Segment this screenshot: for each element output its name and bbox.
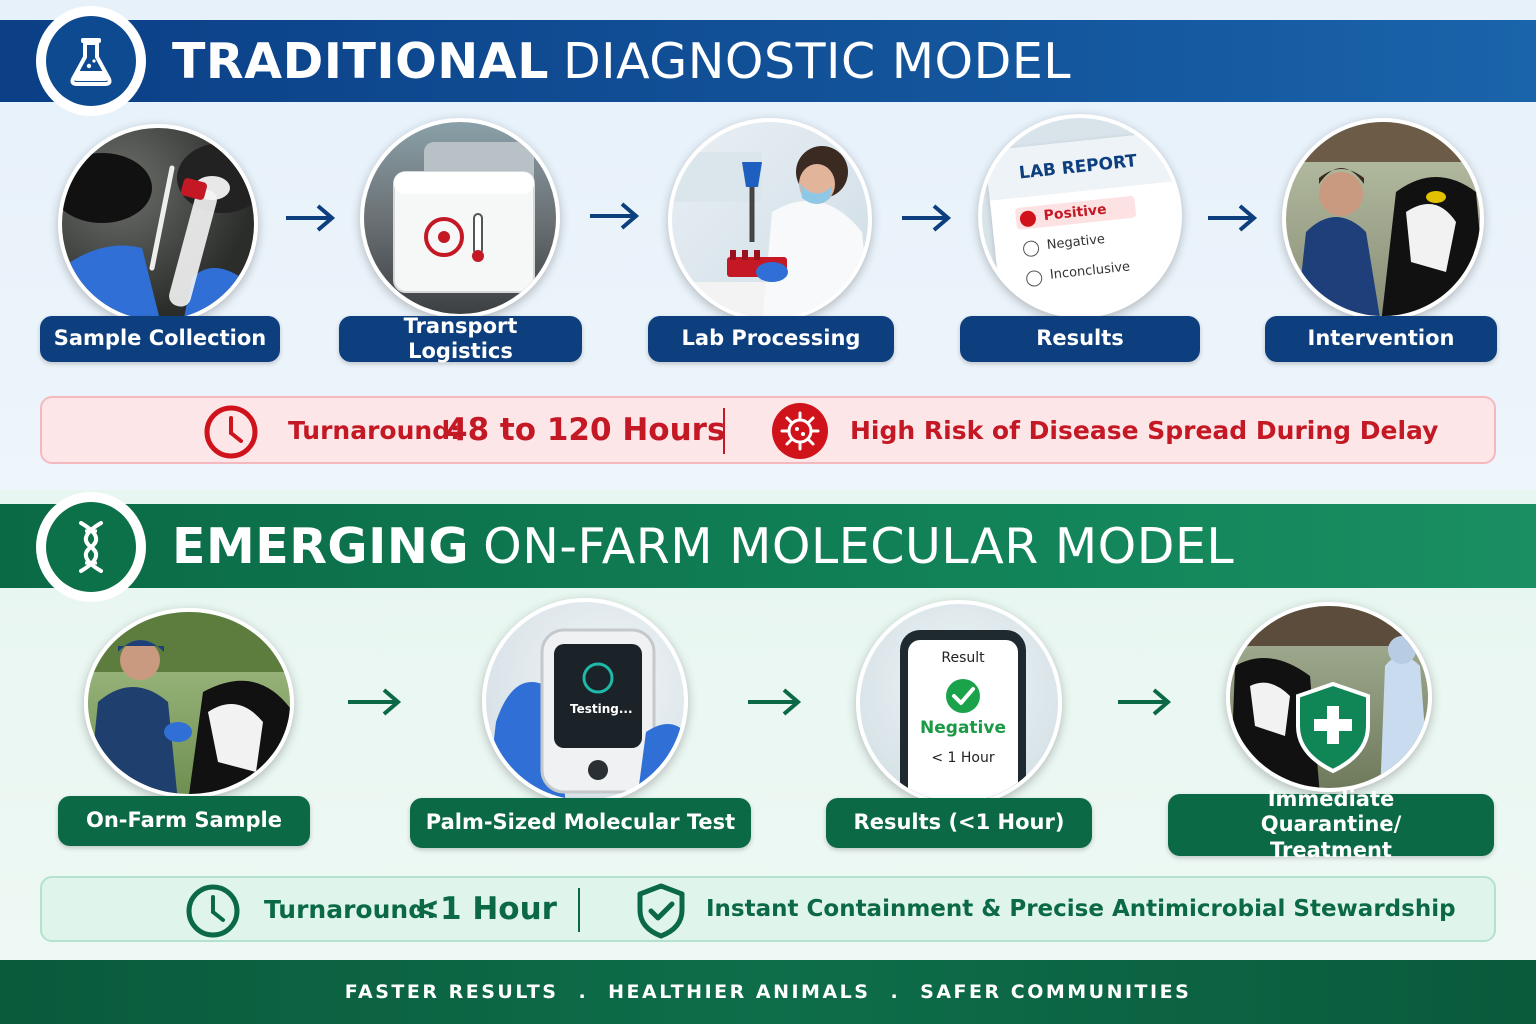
arrow-right-icon <box>590 202 640 230</box>
footer-separator: . <box>578 981 589 1003</box>
step-label-lab-processing: Lab Processing <box>648 316 894 362</box>
arrow-right-icon <box>286 204 336 232</box>
traditional-turnaround-bar: Turnaround: 48 to 120 Hours High Risk of… <box>40 396 1496 464</box>
lab-processing-photo <box>668 118 872 322</box>
clock-icon <box>186 884 240 938</box>
clock-icon <box>204 405 258 459</box>
traditional-turnaround-value: 48 to 120 Hours <box>446 412 726 448</box>
flask-icon <box>70 38 112 86</box>
transport-cooler-photo <box>360 118 560 318</box>
traditional-turnaround-label: Turnaround: <box>288 415 461 445</box>
phone-result-photo: Result Negative < 1 Hour <box>856 600 1062 806</box>
traditional-risk-text: High Risk of Disease Spread During Delay <box>850 415 1439 445</box>
traditional-banner: TRADITIONAL DIAGNOSTIC MODEL <box>0 20 1536 102</box>
emerging-turnaround-label: Turnaround: <box>264 894 437 924</box>
intervention-photo <box>1282 118 1484 320</box>
phone-result-status: Negative <box>920 718 1006 738</box>
footer-item-healthier-animals: HEALTHIER ANIMALS <box>608 981 871 1003</box>
footer-item-safer-communities: SAFER COMMUNITIES <box>920 981 1192 1003</box>
lab-report-option-negative: Negative <box>1046 231 1106 253</box>
dna-icon <box>79 521 103 573</box>
device-screen-text: Testing... <box>570 702 633 716</box>
emerging-benefit-text: Instant Containment & Precise Antimicrob… <box>706 896 1456 922</box>
dna-badge <box>36 492 146 602</box>
step-label-results-under-1-hour: Results (<1 Hour) <box>826 798 1092 848</box>
step-label-transport-logistics: Transport Logistics <box>339 314 582 363</box>
emerging-turnaround-bar: Turnaround: <1 Hour Instant Containment … <box>40 876 1496 942</box>
traditional-title: TRADITIONAL DIAGNOSTIC MODEL <box>172 32 1072 90</box>
footer-item-faster-results: FASTER RESULTS <box>344 981 559 1003</box>
traditional-section: TRADITIONAL DIAGNOSTIC MODEL Samp <box>0 0 1536 490</box>
step-label-palm-sized-molecular-test: Palm-Sized Molecular Test <box>410 798 751 848</box>
step-label-intervention: Intervention <box>1265 316 1497 362</box>
molecular-test-device-photo: Testing... <box>482 598 688 804</box>
quarantine-photo <box>1226 602 1432 792</box>
phone-result-title: Result <box>941 650 985 666</box>
step-label-immediate-quarantine-treatment: Immediate Quarantine/ Treatment <box>1168 787 1494 862</box>
virus-icon <box>772 403 828 459</box>
lab-report-option-inconclusive: Inconclusive <box>1049 259 1131 283</box>
sample-collection-photo <box>58 124 258 324</box>
lab-report-photo: LAB REPORT Positive Negative Inconclusiv… <box>978 114 1182 318</box>
step-label-results: Results <box>960 316 1200 362</box>
arrow-right-icon <box>1208 204 1258 232</box>
arrow-right-icon <box>902 204 952 232</box>
emerging-title: EMERGING ON-FARM MOLECULAR MODEL <box>172 517 1235 575</box>
flask-badge <box>36 6 146 116</box>
phone-result-time: < 1 Hour <box>931 750 995 766</box>
step-label-on-farm-sample: On-Farm Sample <box>58 796 310 846</box>
shield-check-icon <box>637 883 685 939</box>
footer-tagline: FASTER RESULTS . HEALTHIER ANIMALS . SAF… <box>0 960 1536 1024</box>
emerging-turnaround-value: <1 Hour <box>414 891 557 927</box>
arrow-right-icon <box>348 688 402 716</box>
arrow-right-icon <box>748 688 802 716</box>
step-label-sample-collection: Sample Collection <box>40 316 280 362</box>
footer-separator: . <box>890 981 901 1003</box>
emerging-banner: EMERGING ON-FARM MOLECULAR MODEL <box>0 504 1536 588</box>
arrow-right-icon <box>1118 688 1172 716</box>
emerging-section: EMERGING ON-FARM MOLECULAR MODEL On-Farm… <box>0 490 1536 960</box>
on-farm-sample-photo <box>84 608 294 798</box>
